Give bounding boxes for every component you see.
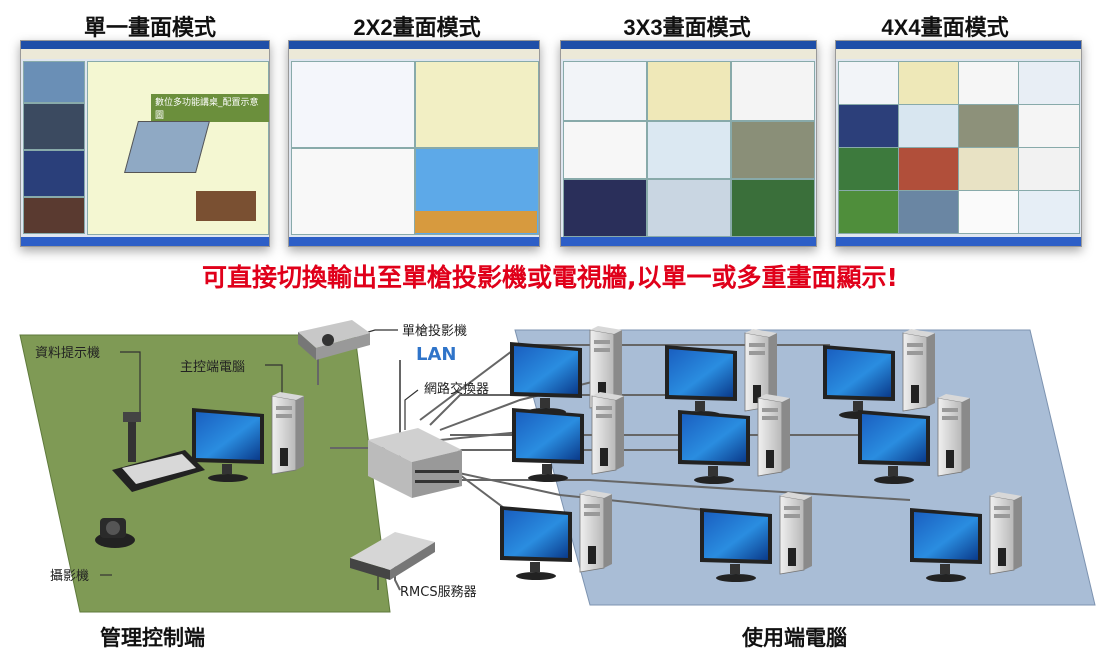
network-switch [368,428,462,498]
user-pc [499,489,613,581]
label-camera: 攝影機 [50,568,89,584]
label-switch: 網路交換器 [424,381,489,397]
mode-title-2x2: 2X2畫面模式 [353,15,481,40]
document-camera [112,412,205,492]
4x4-mode-screenshot [835,40,1082,247]
label-main-pc: 主控端電腦 [180,360,245,375]
mode-title-3x3: 3X3畫面模式 [623,15,751,40]
2x2-mode-screenshot [288,40,540,247]
network-diagram: 資料提示機 主控端電腦 單槍投影機 LAN 網路交換器 攝影機 RMCS服務器 [19,320,1096,613]
zone-label-user: 使用端電腦 [742,626,847,650]
headline: 可直接切換輸出至單槍投影機或電視牆,以單一或多重畫面顯示! [202,263,898,292]
mode-title-4x4: 4X4畫面模式 [881,15,1009,40]
3x3-mode-screenshot [560,40,817,247]
projector [298,320,370,360]
label-lan: LAN [416,344,456,365]
zone-label-control: 管理控制端 [100,626,205,650]
label-projector: 單槍投影機 [402,323,467,339]
rmcs-server [350,532,435,580]
camera [95,518,135,548]
slide-title: 數位多功能講桌_配置示意圖 [151,94,269,122]
label-rmcs-server: RMCS服務器 [400,585,477,600]
mode-title-single: 單一畫面模式 [83,15,216,40]
single-mode-screenshot: 數位多功能講桌_配置示意圖 [20,40,270,247]
label-document-camera: 資料提示機 [35,345,100,361]
